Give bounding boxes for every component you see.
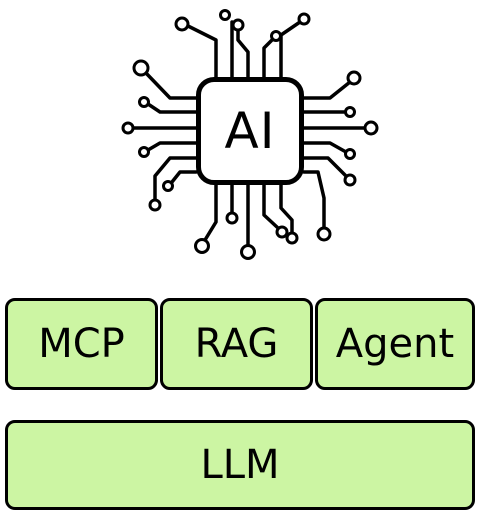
mcp-label: MCP bbox=[38, 321, 125, 367]
agent-block: Agent bbox=[315, 298, 475, 390]
ai-chip-icon: AI bbox=[196, 77, 304, 185]
chip-label: AI bbox=[224, 102, 276, 160]
agent-label: Agent bbox=[335, 321, 455, 367]
llm-block: LLM bbox=[5, 420, 475, 510]
mcp-block: MCP bbox=[5, 298, 158, 390]
rag-label: RAG bbox=[194, 321, 279, 367]
ai-chip-graphic: AI bbox=[121, 9, 379, 260]
llm-label: LLM bbox=[200, 442, 280, 488]
rag-block: RAG bbox=[160, 298, 313, 390]
circuit-trace-icon bbox=[121, 9, 379, 260]
